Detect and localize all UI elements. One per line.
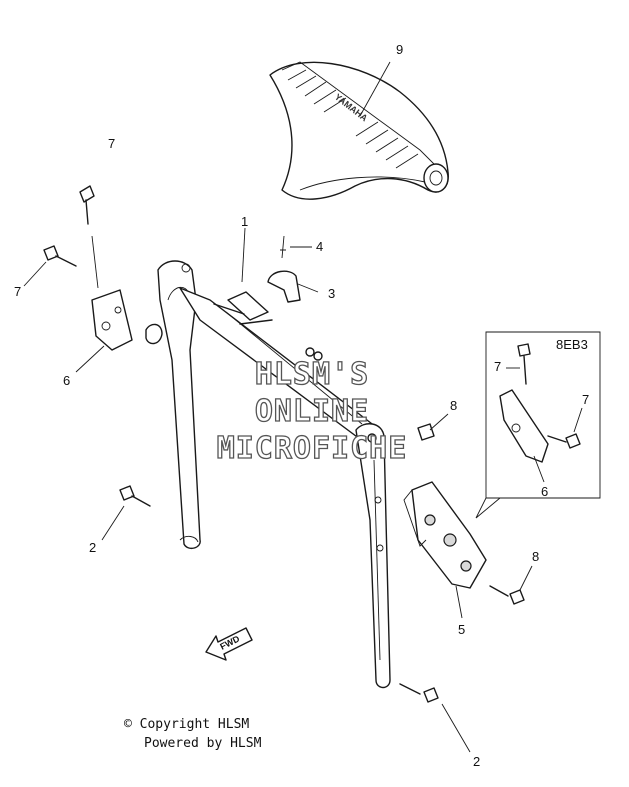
callout-7-top: 7 (108, 136, 115, 151)
callout-1: 1 (241, 214, 248, 229)
clip-part (267, 235, 301, 303)
fwd-arrow: FWD (205, 627, 253, 661)
frame-arm (157, 260, 391, 689)
watermark-line-3: MICROFICHE (217, 431, 408, 466)
seat-pad: YAMAHA (269, 61, 449, 200)
left-bracket (91, 289, 163, 351)
callout-3: 3 (328, 286, 335, 301)
bolts (43, 185, 525, 703)
callout-5: 5 (458, 622, 465, 637)
watermark-line-2: ONLINE (255, 394, 369, 429)
callout-6-left: 6 (63, 373, 70, 388)
powered-by-text: Powered by HLSM (144, 736, 262, 751)
right-plate (403, 481, 487, 589)
callout-7-inset-right: 7 (582, 392, 589, 407)
callout-numbers: 1 2 2 3 4 5 6 6 7 7 7 7 8 8 9 8EB3 (14, 42, 589, 769)
callout-9: 9 (396, 42, 403, 57)
watermark: HLSM'S ONLINE MICROFICHE (216, 356, 408, 466)
inset-code: 8EB3 (556, 337, 588, 352)
callout-7-inset-left: 7 (494, 359, 501, 374)
watermark-line-1: HLSM'S (255, 357, 369, 392)
copyright-text: © Copyright HLSM (124, 717, 250, 732)
leader-lines (23, 61, 583, 753)
callout-8-top: 8 (450, 398, 457, 413)
callout-6-inset: 6 (541, 484, 548, 499)
callout-7-left: 7 (14, 284, 21, 299)
callout-2-bottom: 2 (473, 754, 480, 769)
callout-8-right: 8 (532, 549, 539, 564)
inset-box (475, 331, 601, 519)
callout-2-left: 2 (89, 540, 96, 555)
callout-4: 4 (316, 239, 323, 254)
